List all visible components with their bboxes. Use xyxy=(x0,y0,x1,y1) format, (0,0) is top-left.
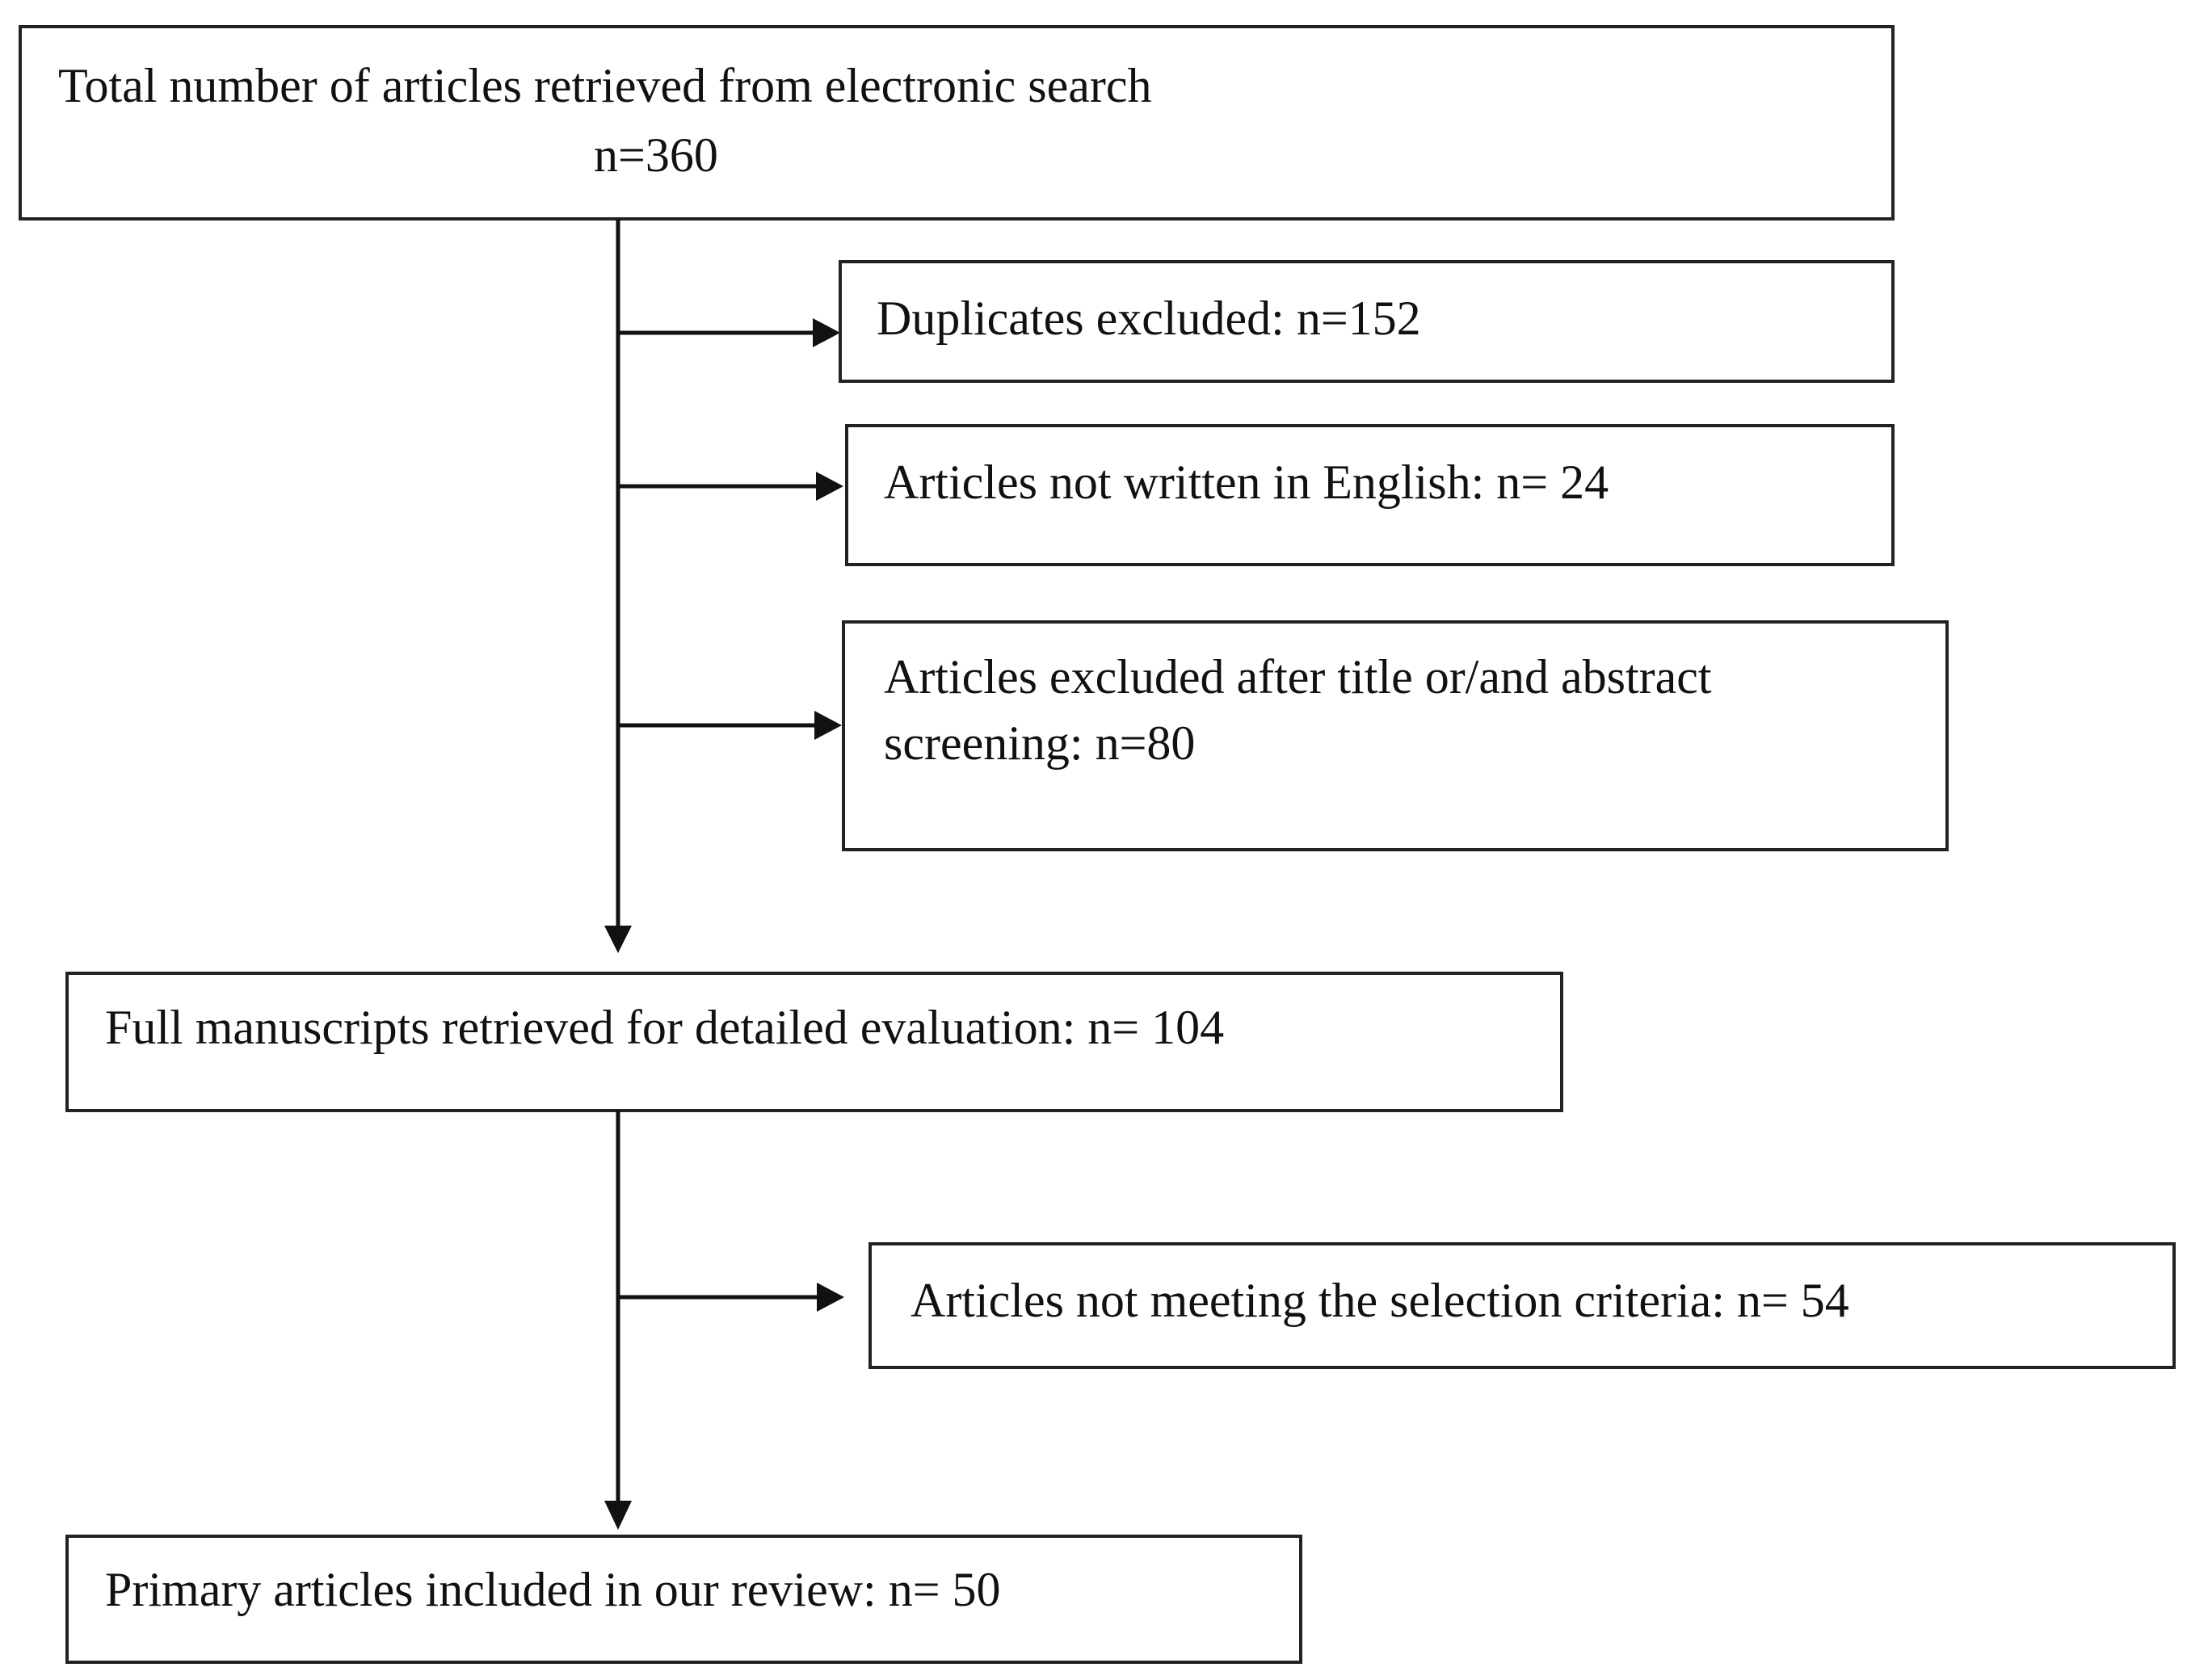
duplicates-excluded-box: Duplicates excluded: n=152 xyxy=(839,260,1895,383)
arrow-to-duplicates xyxy=(813,318,840,347)
primary-articles-label: Primary articles included in our review:… xyxy=(105,1563,1001,1616)
arrow-to-not-english xyxy=(816,472,843,501)
arrow-to-not-meeting xyxy=(817,1283,844,1312)
title-abstract-excluded-box: Articles excluded after title or/and abs… xyxy=(842,620,1949,851)
duplicates-excluded-label: Duplicates excluded: n=152 xyxy=(877,292,1421,345)
title-abstract-label-line2: screening: n=80 xyxy=(884,716,1195,770)
arrow-to-title-abstract xyxy=(814,711,842,740)
total-retrieved-count: n=360 xyxy=(594,128,718,182)
full-manuscripts-label: Full manuscripts retrieved for detailed … xyxy=(105,1001,1224,1054)
not-meeting-criteria-label: Articles not meeting the selection crite… xyxy=(911,1274,1849,1327)
not-meeting-criteria-box: Articles not meeting the selection crite… xyxy=(868,1242,2176,1369)
not-english-label: Articles not written in English: n= 24 xyxy=(884,456,1609,509)
arrow-to-primary xyxy=(604,1501,632,1530)
primary-articles-box: Primary articles included in our review:… xyxy=(65,1535,1302,1664)
full-manuscripts-box: Full manuscripts retrieved for detailed … xyxy=(65,972,1563,1112)
total-retrieved-line1: Total number of articles retrieved from … xyxy=(58,59,1152,112)
arrow-to-full-manuscripts xyxy=(604,926,632,953)
title-abstract-label-line1: Articles excluded after title or/and abs… xyxy=(884,650,1712,704)
total-retrieved-box: Total number of articles retrieved from … xyxy=(19,25,1895,220)
not-english-box: Articles not written in English: n= 24 xyxy=(845,424,1895,566)
